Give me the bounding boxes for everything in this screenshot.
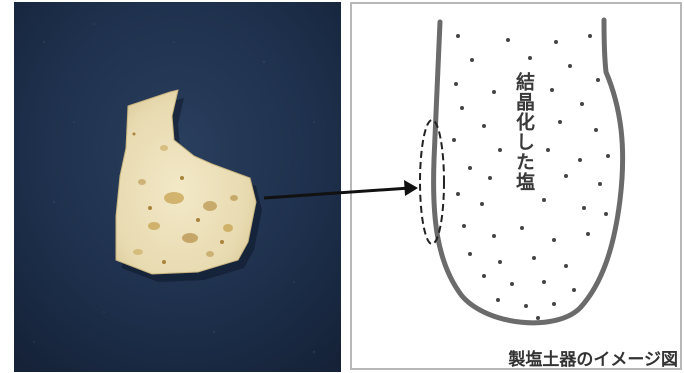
arrow-head-icon xyxy=(404,180,418,196)
crystallized-salt-label: 結晶化した塩 xyxy=(509,72,539,192)
connecting-arrow-line xyxy=(264,188,410,198)
diagram-caption: 製塩土器のイメージ図 xyxy=(508,345,678,370)
